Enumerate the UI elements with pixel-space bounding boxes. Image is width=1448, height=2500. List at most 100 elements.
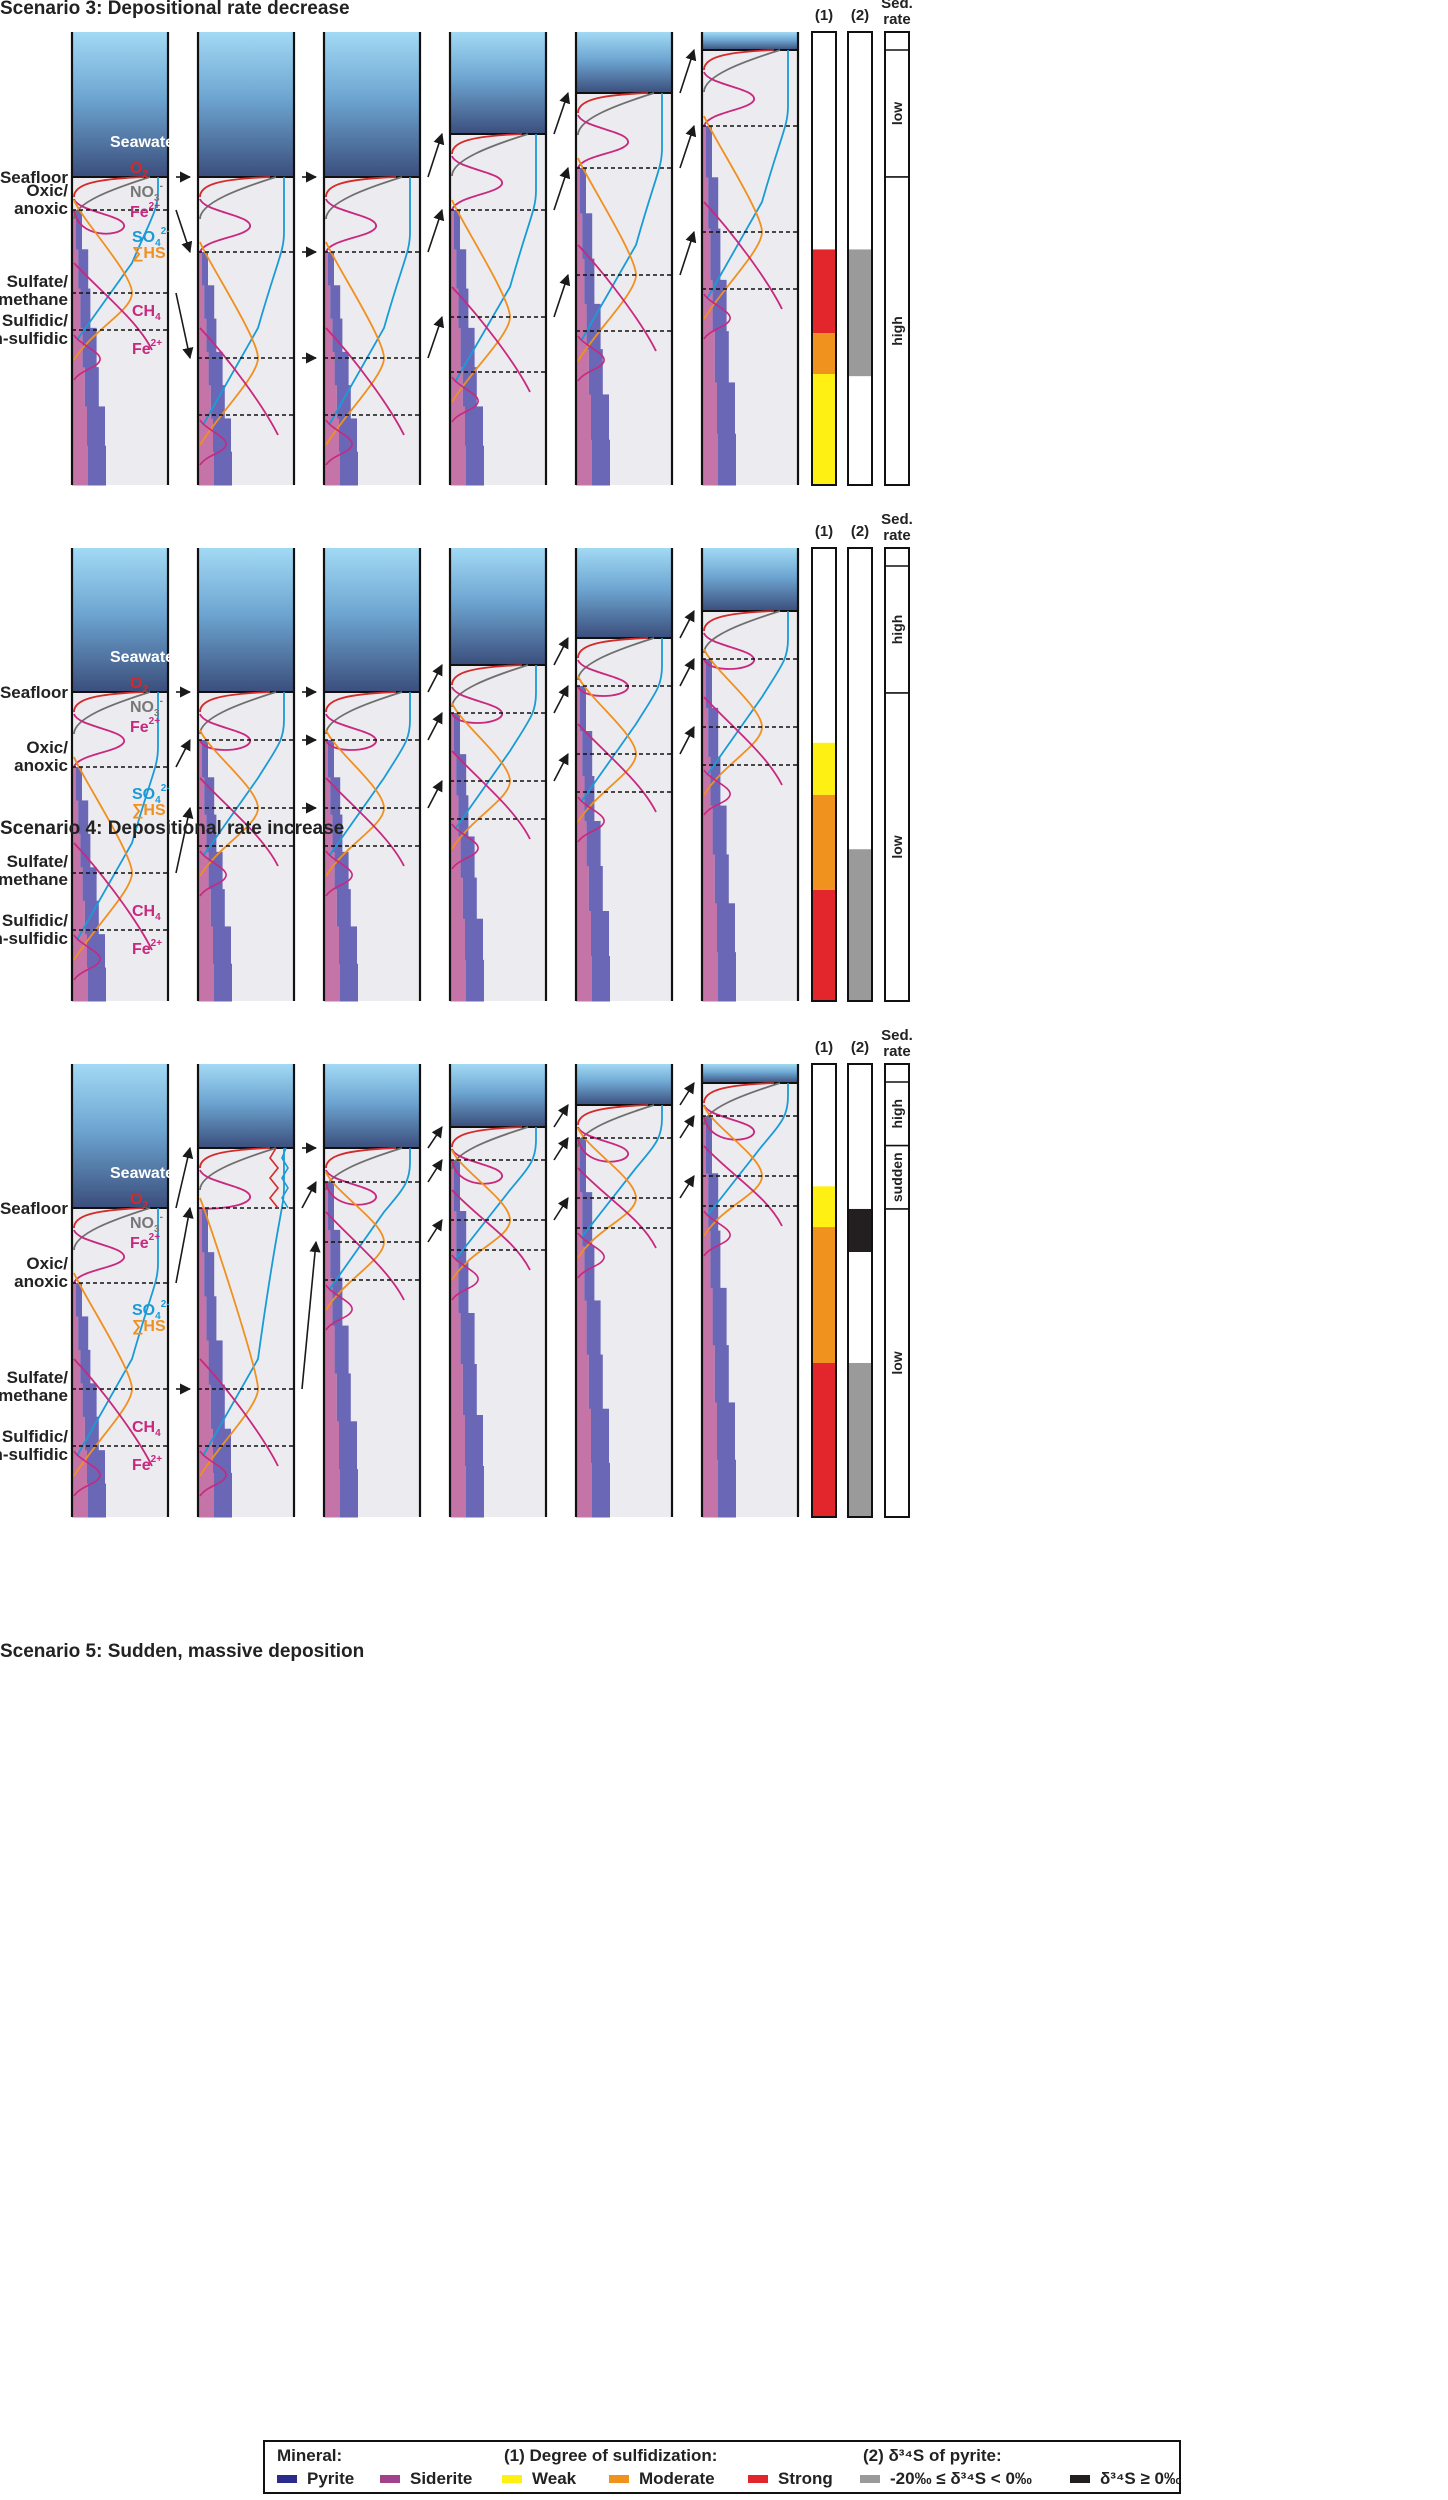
seawater-label: Seawater (110, 649, 180, 666)
fe-profile (451, 155, 503, 211)
fe-profile (73, 1229, 125, 1284)
siderite-bar (702, 1230, 711, 1289)
siderite-bar (576, 1408, 591, 1464)
ch4-label: CH4 (132, 303, 161, 323)
pyrite-bar (708, 177, 719, 230)
pyrite-bar (460, 1313, 475, 1365)
pyrite-bar (717, 903, 735, 953)
so4-profile (202, 1148, 285, 1457)
pyrite-bar (454, 713, 460, 755)
legend-strong-label: Strong (778, 2469, 833, 2488)
so4-profile (202, 692, 285, 857)
seawater-area (72, 32, 168, 177)
sed-rate-label: low (889, 1351, 905, 1374)
col1-segment (812, 1064, 836, 1187)
transition-arrow (553, 91, 571, 135)
seawater-area (702, 548, 798, 611)
seawater-area (324, 548, 420, 692)
siderite-bar (576, 1462, 592, 1518)
pyrite-bar (334, 351, 349, 386)
sed-rate-label: sudden (889, 1152, 905, 1202)
siderite-bar (198, 777, 205, 816)
stage-column (70, 548, 194, 1002)
pyrite-bar (206, 814, 217, 853)
siderite-bar (702, 228, 711, 281)
pyrite-bar (591, 911, 609, 957)
siderite-bar (198, 740, 202, 778)
anoxic-label: anoxic (14, 756, 68, 775)
siderite-bar (72, 867, 83, 902)
pyrite-bar (330, 1229, 341, 1279)
ch4-profile (451, 1189, 531, 1271)
transition-arrow (553, 753, 569, 782)
col1-header: (1) (815, 1039, 833, 1056)
siderite-bar (72, 1416, 85, 1451)
transition-arrow (553, 1137, 569, 1161)
pyrite-bar (88, 1483, 106, 1518)
transition-arrow (175, 1206, 194, 1284)
seawater-area (72, 1064, 168, 1208)
pyrite-bar (332, 814, 343, 853)
pyrite-bar (332, 1277, 343, 1327)
ch4-profile (325, 1211, 405, 1301)
col1-segment (812, 890, 836, 1001)
ch4-profile (199, 777, 279, 867)
pyrite-bar (588, 866, 603, 912)
siderite-bar (576, 213, 583, 260)
siderite-bar (450, 210, 454, 250)
pyrite-bar (87, 406, 105, 447)
o2-profile (451, 1126, 523, 1148)
siderite-bar (576, 439, 592, 486)
siderite-bar (324, 1277, 333, 1327)
pyrite-bar (592, 1462, 610, 1518)
seafloor-label: Seafloor (0, 683, 68, 702)
col1-segment (812, 374, 836, 485)
transition-arrow (553, 685, 569, 714)
so4-profile (76, 1208, 159, 1457)
siderite-bar (198, 318, 207, 353)
siderite-bar (72, 1283, 76, 1317)
pyrite-bar (208, 351, 223, 386)
pyrite-bar (328, 252, 334, 286)
siderite-bar (324, 777, 331, 816)
o2-profile (325, 691, 397, 713)
sed-rate-header-1: Sed. (881, 1027, 913, 1044)
so4-label: SO42- (132, 783, 170, 806)
siderite-bar (576, 1354, 589, 1410)
pyrite-bar (466, 959, 484, 1002)
col1-segment (812, 742, 836, 795)
legend: Mineral: Pyrite Siderite (1) Degree of s… (263, 2440, 1181, 2494)
methane-label: methane (0, 1386, 68, 1405)
pyrite-bar (712, 805, 727, 855)
legend-siderite-label: Siderite (410, 2469, 473, 2488)
fe-profile (451, 1148, 503, 1185)
fe-lower-profile (73, 334, 101, 381)
legend-isotope-pos-label: δ³⁴S ≥ 0‰ (1100, 2469, 1181, 2488)
o2-profile (73, 176, 145, 198)
seafloor-label: Seafloor (0, 168, 68, 187)
siderite-bar (702, 805, 713, 855)
o2-profile (73, 691, 145, 713)
pyrite-bar (460, 327, 475, 368)
stage-column (196, 548, 318, 1002)
siderite-bar (324, 889, 337, 927)
siderite-bar (576, 258, 585, 305)
ch4-profile (703, 696, 783, 786)
ch4-label: CH4 (132, 1419, 161, 1439)
stage-column (574, 1064, 695, 1518)
col2-segment (848, 1064, 872, 1209)
siderite-bar (198, 1472, 214, 1518)
pyrite-bar (336, 889, 351, 927)
transition-arrow (175, 739, 191, 768)
siderite-bar (72, 767, 76, 801)
transition-arrow (427, 712, 443, 741)
stage-column (196, 1064, 321, 1518)
pyrite-bar (82, 867, 97, 902)
transition-arrow (679, 1082, 695, 1106)
transition-arrow (427, 780, 443, 809)
pyrite-bar (714, 854, 729, 904)
so4-profile (454, 665, 537, 830)
fe-profile (73, 713, 125, 768)
pyrite-bar (87, 1450, 105, 1485)
legend-item-strong: Strong (748, 2469, 833, 2489)
